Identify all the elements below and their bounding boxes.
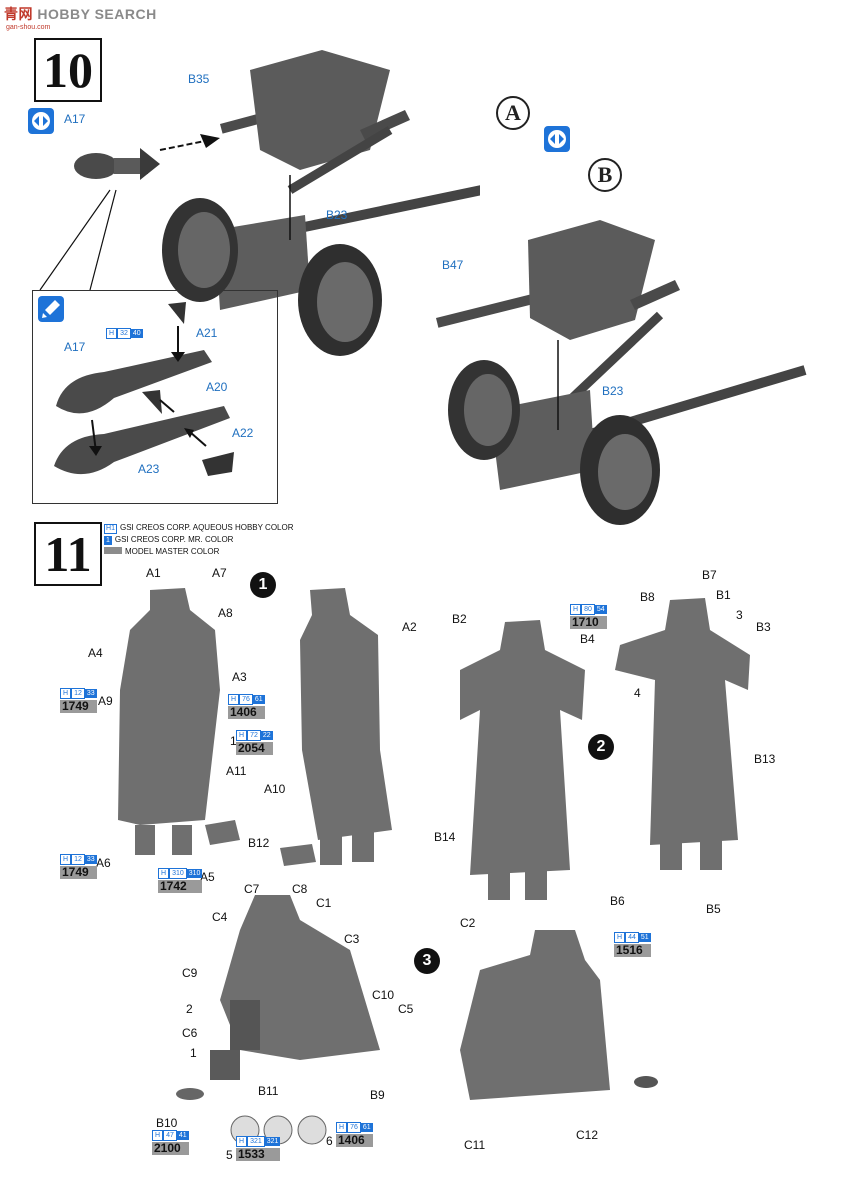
figure-2-marker: 2 (588, 734, 614, 760)
label-b35: B35 (188, 72, 210, 86)
label-b23-a: B23 (326, 208, 348, 222)
label-b2: B2 (452, 612, 467, 626)
label-3: 3 (736, 608, 743, 622)
label-b4: B4 (580, 632, 595, 646)
label-a5: A5 (200, 870, 215, 884)
label-c12: C12 (576, 1128, 599, 1142)
inset-label-a20: A20 (206, 380, 228, 394)
label-b9: B9 (370, 1088, 385, 1102)
label-a8: A8 (218, 606, 233, 620)
paint-icon (38, 296, 64, 322)
label-a17: A17 (64, 112, 86, 126)
label-b1: B1 (716, 588, 731, 602)
figure-1-marker: 1 (250, 572, 276, 598)
label-b13: B13 (754, 752, 776, 766)
label-b3: B3 (756, 620, 771, 634)
label-a6: A6 (96, 856, 111, 870)
paint-inset (32, 290, 278, 504)
label-a9: A9 (98, 694, 113, 708)
inset-label-a21: A21 (196, 326, 218, 340)
inset-label-a23: A23 (138, 462, 160, 476)
assemble-icon (544, 126, 570, 152)
label-6: 6 (326, 1134, 333, 1148)
label-c7: C7 (244, 882, 260, 896)
label-b12: B12 (248, 836, 270, 850)
label-c9: C9 (182, 966, 198, 980)
label-4: 4 (634, 686, 641, 700)
label-c5: C5 (398, 1002, 414, 1016)
figure-3-marker: 3 (414, 948, 440, 974)
label-2: 2 (186, 1002, 193, 1016)
label-1a: 1 (230, 734, 237, 748)
inset-label-a22: A22 (232, 426, 254, 440)
label-a11: A11 (226, 764, 247, 778)
label-b5: B5 (706, 902, 721, 916)
label-c11: C11 (464, 1138, 486, 1152)
leader-lines (39, 189, 117, 291)
step-11-number: 11 (34, 522, 102, 586)
label-b10: B10 (156, 1116, 178, 1130)
watermark-site: gan-shou.com (6, 24, 51, 31)
label-a4: A4 (88, 646, 103, 660)
variant-b-marker: B (588, 158, 622, 192)
label-5: 5 (226, 1148, 233, 1162)
label-c1: C1 (316, 896, 332, 910)
label-a10: A10 (264, 782, 286, 796)
label-1c: 1 (190, 1046, 197, 1060)
label-b11: B11 (258, 1084, 279, 1098)
assemble-icon (28, 108, 54, 134)
label-b7: B7 (702, 568, 717, 582)
label-b47: B47 (442, 258, 464, 272)
label-a3: A3 (232, 670, 247, 684)
label-a2: A2 (402, 620, 417, 634)
variant-a-marker: A (496, 96, 530, 130)
label-b8: B8 (640, 590, 655, 604)
inset-drawing (54, 302, 234, 476)
gun-b-drawing (435, 220, 807, 525)
label-c3: C3 (344, 932, 360, 946)
label-b14: B14 (434, 830, 456, 844)
figures-drawing (118, 588, 750, 1145)
label-c8: C8 (292, 882, 308, 896)
inset-label-a17: A17 (64, 340, 86, 354)
label-c2: C2 (460, 916, 476, 930)
label-c10: C10 (372, 988, 395, 1002)
label-c4: C4 (212, 910, 228, 924)
watermark: 青网 HOBBY SEARCH (4, 6, 157, 22)
label-a7: A7 (212, 566, 227, 580)
gun-a-drawing (74, 50, 480, 356)
label-b6: B6 (610, 894, 625, 908)
label-c6: C6 (182, 1026, 198, 1040)
label-b23-b: B23 (602, 384, 624, 398)
label-a1: A1 (146, 566, 161, 580)
step-10-number: 10 (34, 38, 102, 102)
